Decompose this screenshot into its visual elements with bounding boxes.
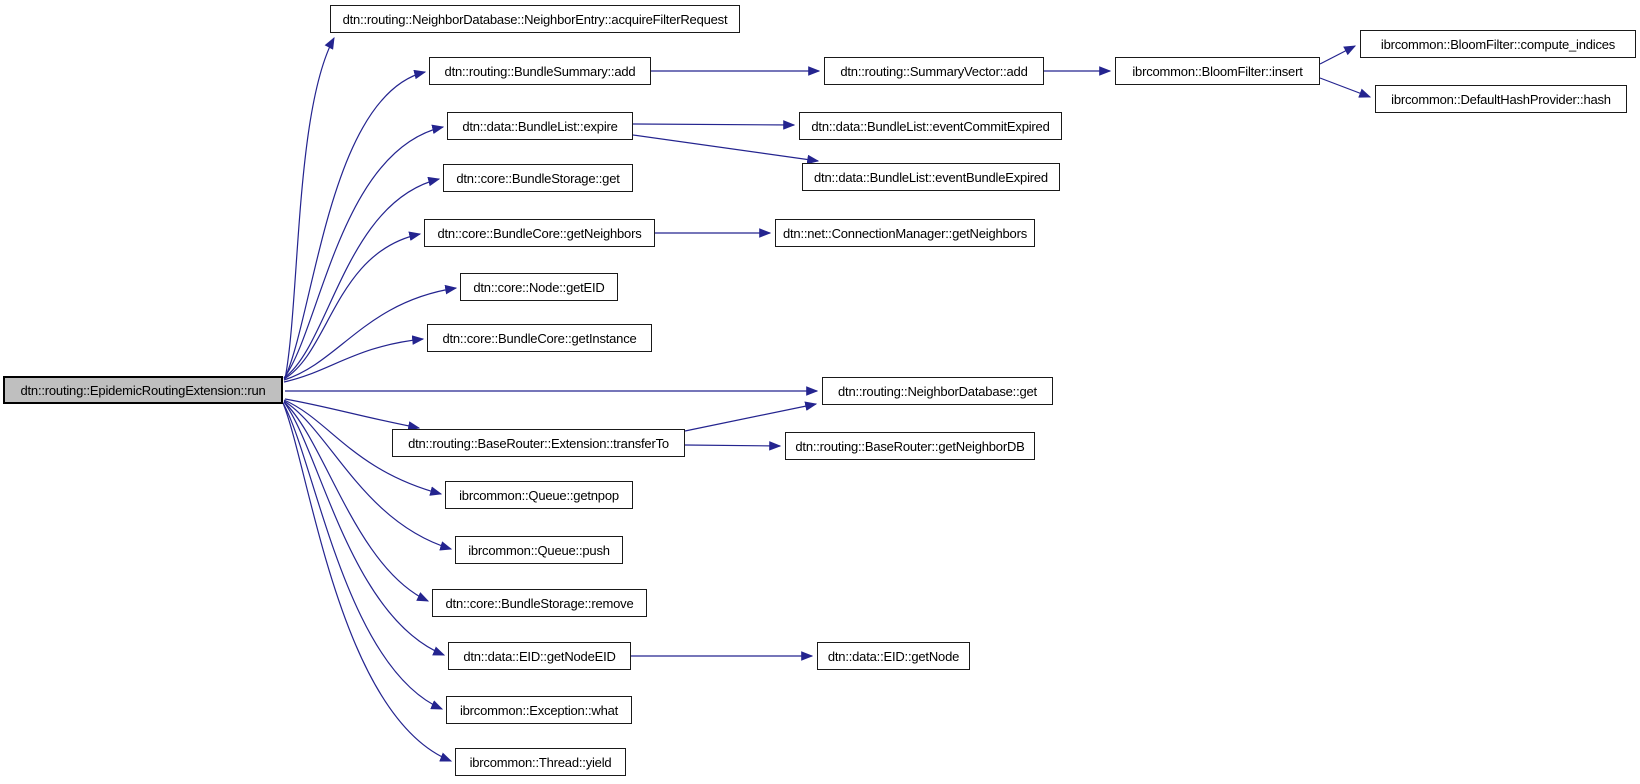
graph-node-bundlelist_expire[interactable]: dtn::data::BundleList::expire: [447, 112, 633, 140]
edge-run-to-transferto: [284, 398, 421, 431]
graph-node-node_geteid[interactable]: dtn::core::Node::getEID: [460, 273, 618, 301]
edge-run-to-exception_what: [282, 402, 444, 710]
graph-node-hash[interactable]: ibrcommon::DefaultHashProvider::hash: [1375, 85, 1627, 113]
graph-node-neighbordb_get[interactable]: dtn::routing::NeighborDatabase::get: [822, 377, 1053, 405]
edge-bloomfilter_insert-to-compute_indices: [1319, 45, 1357, 65]
graph-node-eventbundleexpired[interactable]: dtn::data::BundleList::eventBundleExpire…: [802, 163, 1060, 191]
graph-node-eid_getnodeeid[interactable]: dtn::data::EID::getNodeEID: [448, 642, 631, 670]
edge-bundlelist_expire-to-eventcommitexpired: [632, 120, 796, 130]
graph-node-transferto[interactable]: dtn::routing::BaseRouter::Extension::tra…: [392, 429, 685, 457]
graph-node-eid_getnode[interactable]: dtn::data::EID::getNode: [817, 642, 970, 670]
graph-node-bundlestorage_get[interactable]: dtn::core::BundleStorage::get: [443, 164, 633, 192]
graph-node-bundlesummary_add[interactable]: dtn::routing::BundleSummary::add: [429, 57, 651, 85]
edge-bloomfilter_insert-to-hash: [1319, 77, 1372, 98]
edge-run-to-bundlestorage_get: [283, 176, 441, 379]
edge-run-to-queue_push: [283, 400, 453, 551]
graph-node-acquirefilterrequest[interactable]: dtn::routing::NeighborDatabase::Neighbor…: [330, 5, 740, 33]
edge-transferto-to-neighbordb_get: [684, 401, 818, 432]
graph-node-bundlecore_getinstance[interactable]: dtn::core::BundleCore::getInstance: [427, 324, 652, 352]
graph-node-exception_what[interactable]: ibrcommon::Exception::what: [446, 696, 632, 724]
edge-run-to-bundlelist_expire: [283, 124, 445, 379]
edge-run-to-queue_getnpop: [283, 399, 443, 496]
graph-node-thread_yield[interactable]: ibrcommon::Thread::yield: [455, 748, 626, 776]
edge-transferto-to-baserouter_getneighbordb: [684, 441, 782, 451]
edge-run-to-thread_yield: [282, 402, 453, 762]
graph-node-bloomfilter_insert[interactable]: ibrcommon::BloomFilter::insert: [1115, 57, 1320, 85]
graph-node-bundlestorage_remove[interactable]: dtn::core::BundleStorage::remove: [432, 589, 647, 617]
edge-bundlelist_expire-to-eventbundleexpired: [632, 134, 820, 165]
graph-node-compute_indices[interactable]: ibrcommon::BloomFilter::compute_indices: [1360, 30, 1636, 58]
edge-run-to-acquirefilterrequest: [284, 36, 335, 380]
edge-run-to-eid_getnodeeid: [283, 401, 446, 656]
graph-node-queue_getnpop[interactable]: ibrcommon::Queue::getnpop: [445, 481, 633, 509]
graph-node-summaryvector_add[interactable]: dtn::routing::SummaryVector::add: [824, 57, 1044, 85]
graph-node-connmgr_getneighbors[interactable]: dtn::net::ConnectionManager::getNeighbor…: [775, 219, 1035, 247]
edge-run-to-bundlecore_getinstance: [283, 335, 425, 383]
graph-node-run: dtn::routing::EpidemicRoutingExtension::…: [3, 376, 283, 404]
edge-run-to-bundlecore_getneighbors: [283, 231, 422, 380]
edge-run-to-node_geteid: [283, 284, 458, 381]
graph-node-eventcommitexpired[interactable]: dtn::data::BundleList::eventCommitExpire…: [799, 112, 1062, 140]
edge-run-to-bundlesummary_add: [284, 69, 427, 379]
graph-node-bundlecore_getneighbors[interactable]: dtn::core::BundleCore::getNeighbors: [424, 219, 655, 247]
edge-run-to-bundlestorage_remove: [283, 401, 430, 602]
graph-node-queue_push[interactable]: ibrcommon::Queue::push: [455, 536, 623, 564]
graph-node-baserouter_getneighbordb[interactable]: dtn::routing::BaseRouter::getNeighborDB: [785, 432, 1035, 460]
